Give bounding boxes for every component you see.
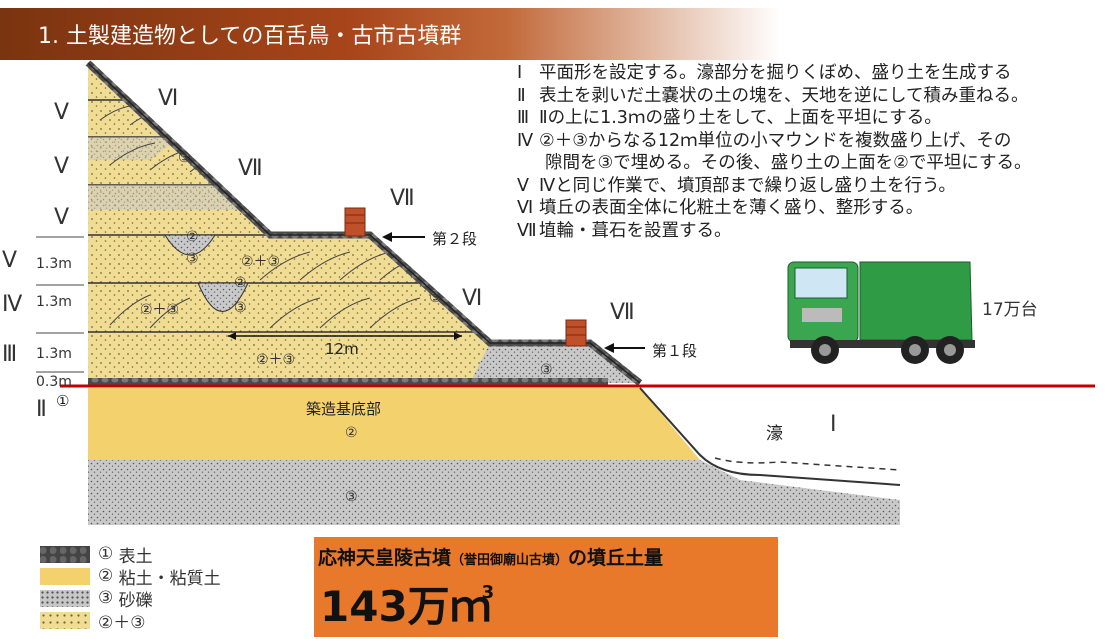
legend-item: ② 粘土・粘質土	[40, 565, 221, 589]
mix-label: ②＋③	[140, 302, 180, 318]
height-label: 0.3m	[36, 374, 72, 390]
circled-label: ②	[186, 229, 199, 245]
clay-base	[88, 388, 700, 460]
topsoil-swatch	[40, 545, 90, 563]
circled-label: ②	[234, 275, 247, 291]
layer-label-v: Ⅴ	[2, 248, 18, 273]
layer-label-v: Ⅴ	[54, 154, 70, 179]
layer-label-iii: Ⅲ	[2, 342, 18, 367]
layer-label-v: Ⅴ	[54, 205, 70, 230]
page-title: 1. 土製建造物としての百舌鳥・古市古墳群	[38, 24, 462, 49]
span-label: 12m	[325, 340, 359, 358]
title-bar	[0, 8, 780, 60]
height-label: 1.3m	[36, 256, 72, 272]
layer-label-vii: Ⅶ	[238, 156, 263, 181]
moat-label: 濠	[766, 424, 783, 444]
truck-count-label: 17万台	[982, 300, 1038, 320]
layer-label-v: Ⅴ	[54, 100, 70, 125]
gravel-foundation	[88, 460, 900, 525]
circled-label: ③	[234, 300, 247, 316]
terrace-2-label: 第２段	[432, 230, 478, 248]
circled-label: ③	[540, 362, 553, 378]
height-label: 1.3m	[36, 346, 72, 362]
volume-box: 応神天皇陵古墳（誉田御廟山古墳）の墳丘土量 143万ｍ3	[314, 537, 778, 637]
base-label: 築造基底部	[306, 400, 382, 418]
terrace-1-label: 第１段	[652, 342, 698, 360]
volume-title: 応神天皇陵古墳（誉田御廟山古墳）の墳丘土量	[318, 547, 664, 569]
mix-label: ②＋③	[256, 352, 296, 368]
circled-label: ①	[56, 392, 70, 410]
circled-label: ③	[345, 489, 358, 505]
layer-label-vii: Ⅶ	[610, 300, 635, 325]
moat-edge	[639, 387, 901, 486]
haniwa-icon	[565, 319, 587, 347]
layer-label-vi: Ⅵ	[462, 286, 483, 311]
legend: ① 表土 ② 粘土・粘質土 ③ 砂礫 ②＋③	[40, 543, 221, 633]
mix-label: ②＋③	[241, 254, 281, 270]
gravel-swatch	[40, 589, 90, 607]
legend-item: ① 表土	[40, 543, 221, 567]
layer-label-vi: Ⅵ	[158, 86, 179, 111]
legend-item: ②＋③	[40, 609, 221, 633]
circled-label: ③	[178, 150, 191, 166]
layer-label-ii: Ⅱ	[36, 397, 47, 422]
layer-label-vii: Ⅶ	[390, 186, 415, 211]
volume-value: 143万ｍ3	[320, 582, 495, 631]
mix-swatch	[40, 611, 90, 629]
topsoil-layer	[88, 378, 608, 386]
circled-label: ③	[186, 251, 199, 267]
height-label: 1.3m	[36, 294, 72, 310]
layer-label-iv: Ⅳ	[2, 292, 23, 317]
legend-item: ③ 砂礫	[40, 587, 221, 611]
step-item-continued: 隙間を③で埋める。その後、盛り土の上面を②で平坦にする。	[545, 153, 1032, 173]
clay-swatch	[40, 567, 90, 585]
circled-label: ②	[345, 425, 358, 441]
moat-roman-label: Ⅰ	[830, 412, 837, 437]
circled-label: ③	[429, 290, 442, 306]
haniwa-icon	[344, 207, 366, 237]
dump-truck-icon	[787, 261, 975, 364]
